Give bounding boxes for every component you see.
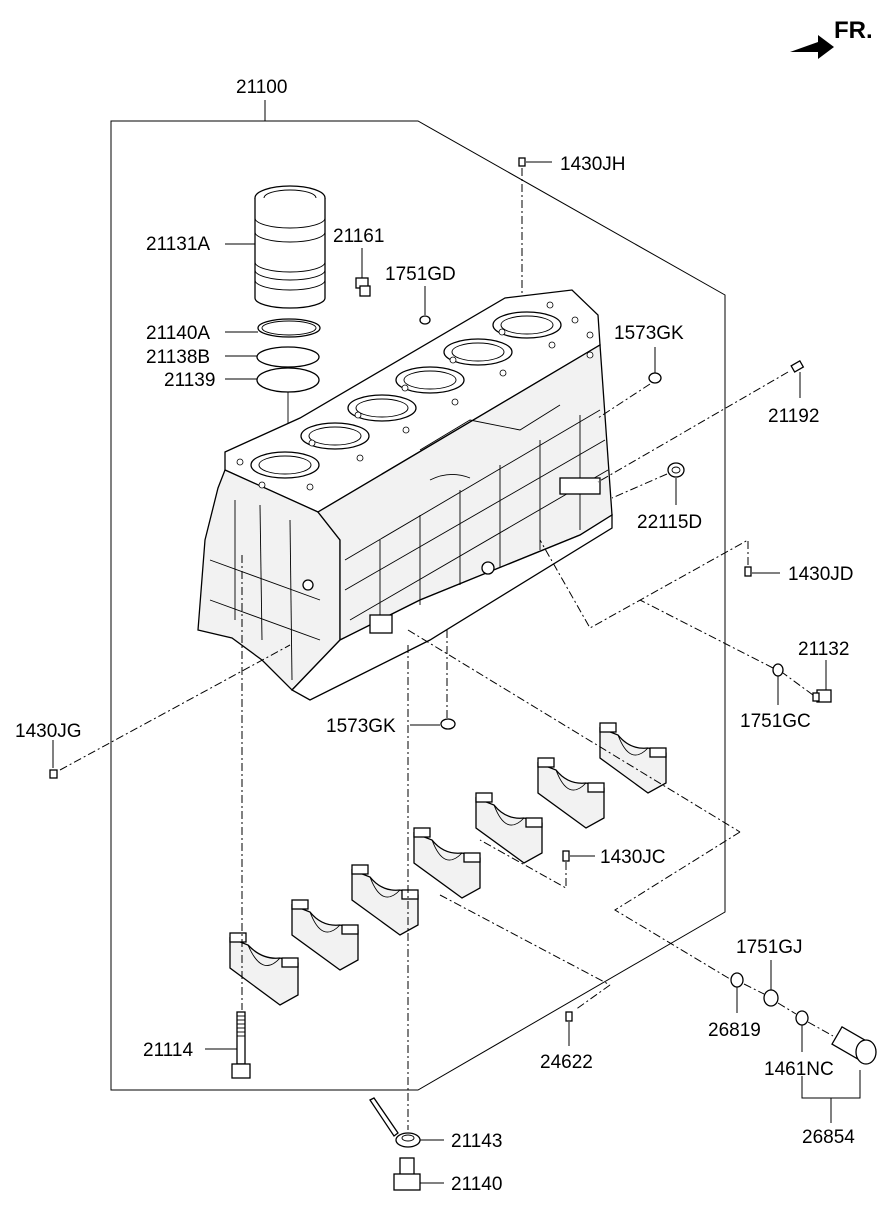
fitting-26854 <box>831 1025 877 1065</box>
label-1430JD: 1430JD <box>788 564 854 585</box>
dowel-1430JH: 1430JH <box>518 154 626 298</box>
bearing-cap-2 <box>291 899 359 971</box>
label-21114: 21114 <box>143 1040 193 1061</box>
label-1430JC: 1430JC <box>600 847 666 868</box>
tube-21143: 21143 <box>369 1097 502 1152</box>
pin-24622: 24622 <box>540 1011 593 1073</box>
label-21140: 21140 <box>451 1174 502 1195</box>
dowel-1430JD: 1430JD <box>539 539 854 629</box>
label-1430JH: 1430JH <box>560 154 626 175</box>
label-1751GD: 1751GD <box>385 264 456 285</box>
assembly-frame: 21100 <box>110 77 726 1091</box>
label-21138B: 21138B <box>146 347 210 368</box>
label-1751GC: 1751GC <box>740 711 811 732</box>
label-21100: 21100 <box>236 77 287 98</box>
bearing-cap-4 <box>413 827 481 899</box>
front-arrow-icon <box>790 35 834 59</box>
label-21132: 21132 <box>798 639 849 660</box>
label-26819: 26819 <box>708 1020 761 1041</box>
dowel-1430JG: 1430JG <box>15 644 291 779</box>
label-1573GK-top: 1573GK <box>614 323 684 344</box>
bearing-cap-5 <box>475 792 543 864</box>
label-21161: 21161 <box>333 226 384 247</box>
label-22115D: 22115D <box>637 512 702 533</box>
dowel-1430JC: 1430JC <box>479 839 666 889</box>
main-bearing-caps <box>229 722 667 1006</box>
label-1573GK-bottom: 1573GK <box>326 716 396 737</box>
label-21143: 21143 <box>451 1131 502 1152</box>
label-24622: 24622 <box>540 1052 593 1073</box>
fitting-22115D: 22115D <box>611 462 702 533</box>
plug-21132: 21132 1751GC <box>639 599 849 732</box>
bearing-cap-6 <box>537 757 605 829</box>
cylinder-liner: 21131A <box>146 185 326 309</box>
bearing-cap-7 <box>599 722 667 794</box>
label-1430JG: 1430JG <box>15 721 82 742</box>
plug-1573GK-top: 1573GK <box>597 323 684 419</box>
label-1751GJ: 1751GJ <box>736 937 803 958</box>
bearing-cap-3 <box>351 864 419 936</box>
liner-seals: 21140A 21138B 21139 <box>146 318 321 440</box>
cylinder-block <box>197 289 613 701</box>
label-21192: 21192 <box>768 406 819 427</box>
fitting-assembly-26854: 1751GJ 26819 1461NC 26854 <box>708 937 877 1148</box>
center-lines <box>241 555 741 1130</box>
label-21131A: 21131A <box>146 234 210 255</box>
label-21139: 21139 <box>164 370 215 391</box>
plug-21161: 21161 1751GD <box>333 226 456 325</box>
pin-21192: 21192 <box>597 360 819 483</box>
plug-21140: 21140 <box>393 1157 502 1195</box>
bearing-cap-1 <box>229 932 299 1006</box>
label-26854: 26854 <box>802 1127 855 1148</box>
label-21140A: 21140A <box>146 323 210 344</box>
front-direction-indicator: FR. <box>790 17 873 59</box>
bolt-21114: 21114 <box>143 1011 251 1079</box>
front-label: FR. <box>834 17 873 44</box>
plug-1573GK-bottom: 1573GK <box>326 630 456 737</box>
label-1461NC: 1461NC <box>764 1059 834 1080</box>
